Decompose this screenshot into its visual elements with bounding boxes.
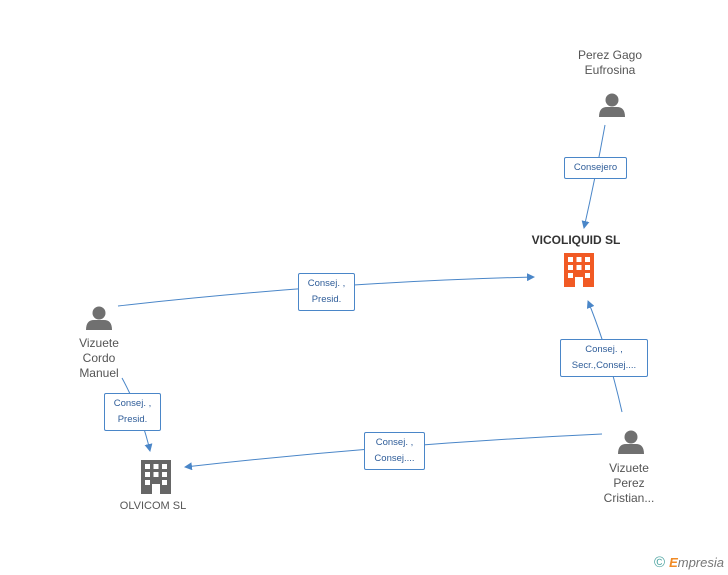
edge-label-line: Secr.,Consej.... xyxy=(571,360,637,371)
edge-label-line: Consej. , xyxy=(375,437,414,448)
building-icon[interactable] xyxy=(564,253,594,287)
label-line: Cristian... xyxy=(603,491,655,505)
person-icon[interactable] xyxy=(599,93,625,118)
building-icon[interactable] xyxy=(141,460,171,494)
label-line: Eufrosina xyxy=(584,63,636,77)
label-line: Manuel xyxy=(79,366,119,380)
person-icon[interactable] xyxy=(86,306,112,331)
edge-label-cristian-to-vicoliquid[interactable]: Consej. , Secr.,Consej.... xyxy=(560,339,648,377)
company-label-vicoliquid[interactable]: VICOLIQUID SL xyxy=(531,233,621,247)
edge-label-line: Consej. , xyxy=(585,344,623,355)
brand-name: mpresia xyxy=(677,555,724,570)
edge-label-cristian-to-olvicom[interactable]: Consej. , Consej.... xyxy=(364,432,425,470)
person-label-vizuete-cordo[interactable]: Vizuete Cordo Manuel xyxy=(52,336,146,381)
edge-label-line: Consej.... xyxy=(374,453,415,464)
brand-initial: E xyxy=(669,555,678,570)
edge-label-line: Consej. , xyxy=(307,278,346,289)
label-line: Perez Gago xyxy=(577,48,643,62)
person-label-perez-gago[interactable]: Perez Gago Eufrosina xyxy=(552,48,668,78)
edge-label-cordo-to-vicoliquid[interactable]: Consej. , Presid. xyxy=(298,273,355,311)
label-line: Vizuete xyxy=(609,461,649,475)
copyright-icon: © xyxy=(654,554,666,571)
person-label-vizuete-perez[interactable]: Vizuete Perez Cristian... xyxy=(582,461,676,506)
edge-label-line: Presid. xyxy=(311,294,342,305)
brand-logo: ©Empresia xyxy=(654,554,724,571)
label-line: Vizuete xyxy=(79,336,119,350)
edge-label-line: Consejero xyxy=(573,162,618,173)
edge-label-cordo-to-olvicom[interactable]: Consej. , Presid. xyxy=(104,393,161,431)
label-line: Perez xyxy=(613,476,645,490)
edge-label-line: Presid. xyxy=(117,414,148,425)
edge-label-perez-to-vicoliquid[interactable]: Consejero xyxy=(564,157,627,179)
company-label-olvicom[interactable]: OLVICOM SL xyxy=(119,500,187,512)
label-line: Cordo xyxy=(82,351,116,365)
person-icon[interactable] xyxy=(618,430,644,455)
edge-label-line: Consej. , xyxy=(113,398,152,409)
